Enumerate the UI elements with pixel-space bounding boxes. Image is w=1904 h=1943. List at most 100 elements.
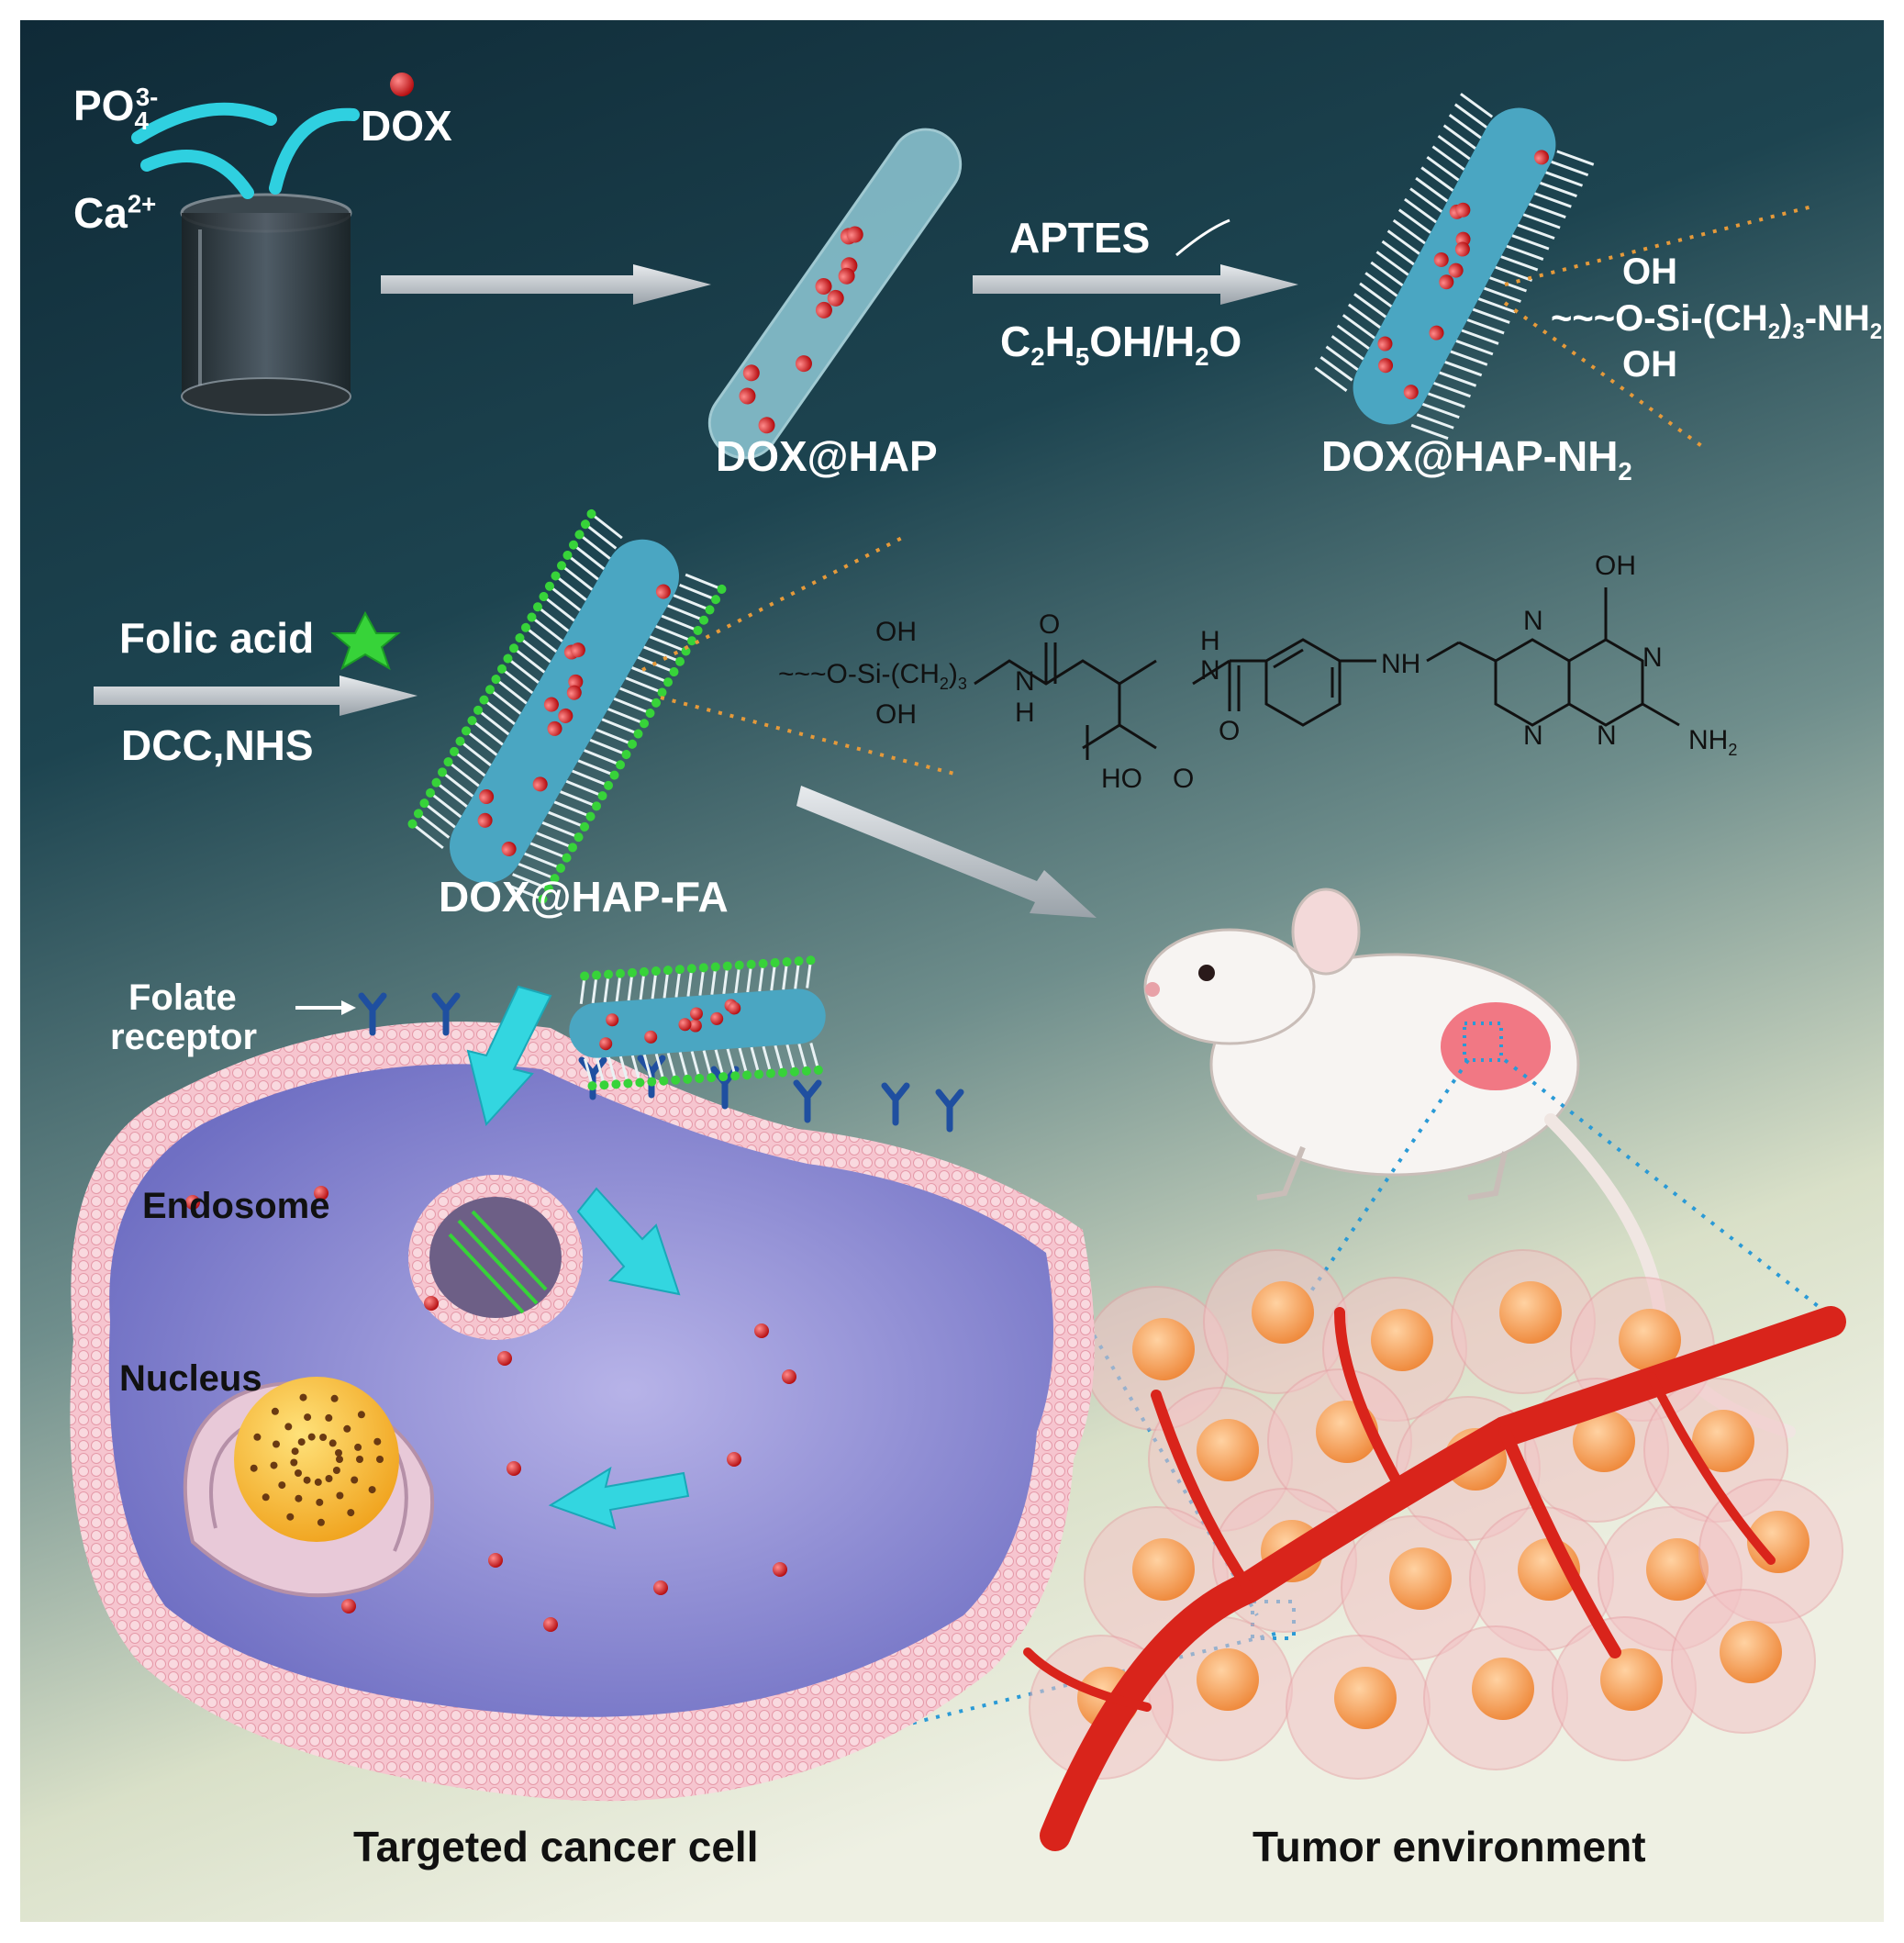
surface-chain [566, 553, 599, 581]
nuclear-pore [336, 1491, 344, 1500]
surface-chain [1342, 314, 1375, 340]
fa-atom-n2: N [1200, 655, 1220, 686]
surface-chain [429, 791, 462, 819]
folate-tip [479, 695, 489, 705]
dox-dot [547, 720, 562, 736]
surface-chain [661, 614, 699, 632]
surface-chain [418, 812, 451, 839]
surface-chain [524, 852, 562, 870]
folate-tip [538, 894, 548, 904]
surface-chain [1437, 134, 1471, 161]
folate-tip [616, 968, 626, 978]
folate-tip [604, 780, 614, 790]
surface-chain [809, 1043, 820, 1071]
folate-tip [587, 1081, 597, 1091]
fa-atom-n1: N [1015, 666, 1035, 697]
reagent-arrows [131, 102, 360, 199]
folate-tip [413, 809, 423, 819]
tumor-cell-nucleus [1619, 1309, 1681, 1371]
nuclear-pore [354, 1443, 362, 1451]
surface-chain [529, 842, 568, 860]
dox-dot [566, 685, 582, 700]
surface-chain [673, 594, 711, 611]
folate-tip [806, 955, 816, 966]
folate-tip [657, 687, 667, 698]
dox-dot [488, 1553, 503, 1568]
dox-dot [742, 364, 760, 382]
surface-chain [666, 1052, 677, 1081]
folate-tip [651, 966, 661, 977]
surface-chain [554, 575, 587, 601]
tumor-cell-nucleus [1472, 1658, 1534, 1720]
dox-dot [599, 1037, 613, 1051]
surface-chain [506, 883, 544, 901]
dox-dot [1448, 262, 1464, 278]
dox-dot [728, 1001, 741, 1015]
surface-chain [1416, 413, 1454, 430]
dox-hap-nh2-label: DOX@HAP-NH2 [1321, 432, 1632, 486]
nuclear-pore [303, 1476, 311, 1484]
nuclear-pore [325, 1475, 333, 1482]
folate-tip [711, 595, 721, 605]
folic-acid-label: Folic acid [119, 614, 315, 662]
folate-tip [659, 1076, 669, 1086]
folate-tip [766, 1068, 776, 1078]
surface-chain [649, 635, 687, 653]
surface-chain [471, 719, 504, 746]
surface-chain [1453, 103, 1487, 128]
surface-chain [627, 972, 634, 1001]
folate-tip [717, 584, 727, 594]
surface-chain [607, 1056, 618, 1085]
dox-dot [477, 812, 493, 828]
surface-chain [453, 750, 486, 777]
folate-tip [628, 739, 638, 749]
folate-tip [782, 957, 792, 967]
folate-tip [562, 853, 572, 863]
surface-chain [643, 645, 681, 664]
folate-tip [580, 821, 590, 832]
folate-tip [574, 530, 585, 540]
surface-chain [1477, 297, 1516, 314]
surface-chain [1545, 171, 1584, 187]
surface-chain [601, 718, 640, 735]
dox-dot [710, 1011, 724, 1025]
surface-chain [1386, 229, 1420, 255]
surface-chain [1364, 272, 1398, 297]
surface-chain [685, 573, 723, 591]
surface-chain [1455, 340, 1494, 356]
tumor-cell-nucleus [1600, 1648, 1663, 1711]
folate-tip [508, 643, 518, 653]
folate-tip [789, 1066, 799, 1077]
folate-tip [813, 1065, 823, 1075]
folate-tip [742, 1070, 752, 1080]
folate-tip [597, 791, 607, 801]
receptor-label: receptor [110, 1017, 258, 1057]
folate-tip [556, 561, 566, 571]
nuclear-pore [299, 1393, 307, 1401]
phosphate-label: PO43- [73, 82, 159, 136]
folate-tip [419, 798, 429, 809]
surface-chain [518, 862, 556, 880]
surface-chain [513, 647, 546, 674]
dox-dot [570, 642, 585, 658]
surface-chain [536, 832, 573, 849]
cancer-cell-caption: Targeted cancer cell [353, 1823, 759, 1870]
folate-tip [586, 508, 596, 519]
surface-chain [738, 1047, 749, 1076]
nuclear-pore [336, 1456, 343, 1463]
surface-chain [714, 1049, 725, 1078]
nuclear-pore [291, 1447, 299, 1456]
folate-tip [627, 967, 637, 977]
nh2-formula: ~~~O-Si-(CH2)3-NH2 [1551, 298, 1883, 344]
surface-chain [553, 800, 592, 819]
surface-chain [1415, 176, 1449, 203]
surface-chain [1409, 187, 1443, 213]
surface-chain [1500, 255, 1539, 272]
surface-chain [642, 1054, 653, 1083]
nuclear-pore [376, 1456, 384, 1463]
dox-dot [1533, 150, 1549, 165]
folate-tip [687, 636, 697, 646]
tumor-cell-nucleus [1720, 1621, 1782, 1683]
surface-chain [584, 749, 621, 766]
folate-tip [515, 633, 525, 643]
